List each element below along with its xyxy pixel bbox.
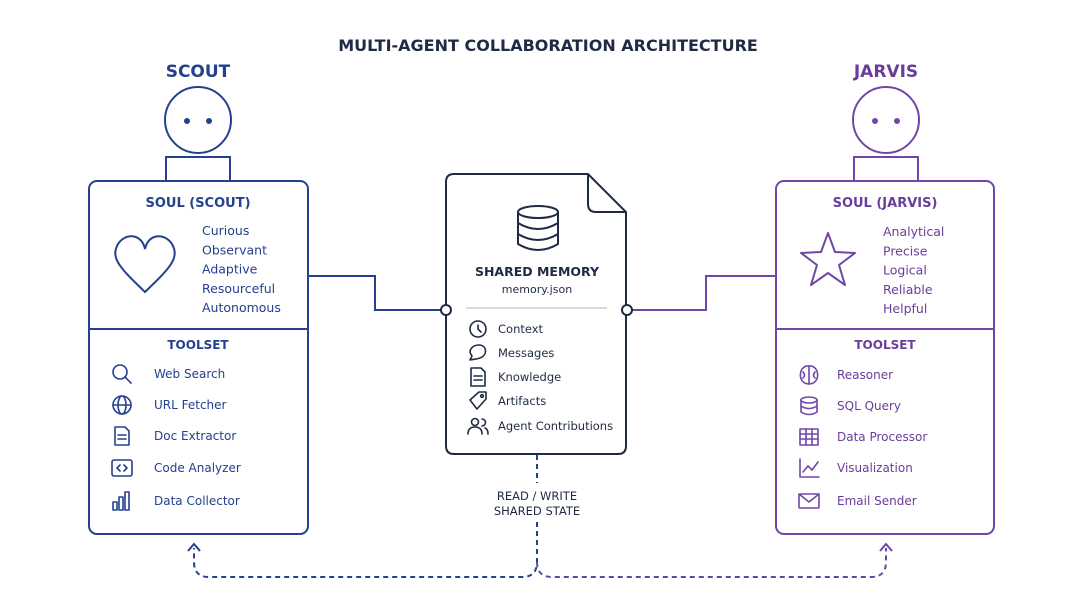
jarvis-soul-title: SOUL (JARVIS) [833,196,938,211]
tool-item: Code Analyzer [111,459,241,477]
scout-agent: SCOUT [88,62,309,535]
arrow-up-icon [879,542,893,552]
trait-item: Helpful [883,301,927,316]
globe-icon [112,395,132,415]
trait-item: Logical [883,263,927,278]
tool-item: Web Search [112,364,225,384]
trait-item: Observant [202,242,267,257]
chat-bubble-icon [469,344,487,361]
search-icon [112,364,132,384]
scout-toolset-title: TOOLSET [167,338,229,352]
memory-item-label: Messages [498,346,554,360]
tool-label: SQL Query [837,399,901,413]
heart-icon [114,235,176,294]
diagram-title: MULTI-AGENT COLLABORATION ARCHITECTURE [338,36,758,55]
tool-item: Reasoner [799,365,893,385]
table-icon [799,428,819,446]
trait-item: Resourceful [202,281,275,296]
scout-soul-panel [88,180,309,535]
trait-item: Analytical [883,224,944,239]
tag-icon [469,391,487,410]
trait-item: Reliable [883,282,933,297]
tool-item: Data Processor [799,428,927,446]
scout-traits: CuriousObservantAdaptiveResourcefulAuton… [202,223,281,315]
trait-item: Precise [883,243,928,258]
jarvis-avatar-icon [852,86,920,181]
memory-right-port [621,304,633,316]
flow-label-line2: SHARED STATE [494,504,580,518]
document-icon [470,367,486,387]
jarvis-memory-connector [627,275,776,311]
memory-item: Artifacts [469,391,546,410]
trait-item: Curious [202,223,249,238]
tool-item: Email Sender [798,493,917,509]
tool-item: Visualization [799,458,913,478]
tool-label: Email Sender [837,494,917,508]
scout-soul-title: SOUL (SCOUT) [145,196,250,211]
memory-item-label: Knowledge [498,370,561,384]
scout-avatar-icon [164,86,232,181]
memory-left-port [440,304,452,316]
memory-item: Agent Contributions [467,417,613,435]
tool-label: Visualization [837,461,913,475]
trait-item: Adaptive [202,262,258,277]
clock-icon [469,320,487,338]
read-write-flow [193,455,887,578]
database-icon [517,205,559,251]
tool-item: SQL Query [800,396,901,416]
tool-label: Code Analyzer [154,461,241,475]
tool-item: URL Fetcher [112,395,227,415]
mail-icon [798,493,820,509]
memory-item: Messages [469,344,554,361]
tool-label: Data Collector [154,494,240,508]
memory-item-label: Agent Contributions [498,419,613,433]
jarvis-toolset-title: TOOLSET [854,338,916,352]
tool-label: Doc Extractor [154,429,236,443]
jarvis-agent: JARVIS [775,62,995,535]
scout-memory-connector [308,275,446,311]
shared-memory-title: SHARED MEMORY [475,264,600,279]
jarvis-name: JARVIS [853,62,918,82]
tool-label: URL Fetcher [154,398,227,412]
brain-icon [799,365,819,385]
document-icon [114,426,130,446]
memory-item-label: Context [498,322,544,336]
shared-memory-document [445,173,627,455]
arrow-up-icon [187,542,201,552]
line-chart-icon [799,458,820,478]
tool-label: Web Search [154,367,225,381]
tool-item: Doc Extractor [114,426,236,446]
star-icon [800,232,856,286]
jarvis-soul-panel [775,180,995,535]
memory-item: Knowledge [470,367,561,387]
code-icon [111,459,133,477]
bar-chart-icon [112,491,130,511]
database-icon [800,396,818,416]
trait-item: Autonomous [202,300,281,315]
shared-memory-file: memory.json [502,283,572,296]
memory-item-label: Artifacts [498,394,546,408]
scout-name: SCOUT [166,62,231,82]
flow-label-line1: READ / WRITE [497,489,577,503]
tool-label: Data Processor [837,430,927,444]
tool-label: Reasoner [837,368,893,382]
tool-item: Data Collector [112,491,240,511]
users-icon [467,417,489,435]
memory-item: Context [469,320,544,338]
